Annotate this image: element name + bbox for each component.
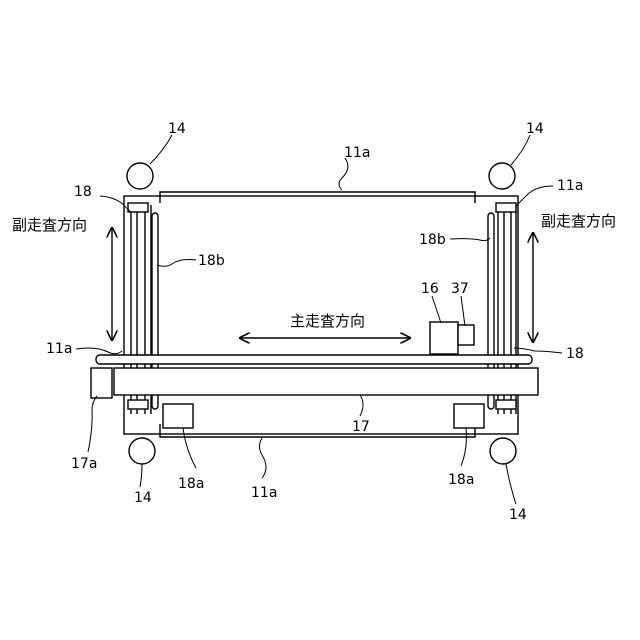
frame-member-bottom [160, 424, 475, 437]
label-rail-left: 18 [74, 184, 92, 200]
label-rail-edge-right: 18b [419, 232, 446, 248]
label-head: 16 [421, 281, 439, 297]
rail-left-top-block [128, 203, 148, 212]
rail-right-top-block [496, 203, 516, 212]
leader-rail-right [514, 348, 562, 353]
label-main-scan: 主走査方向 [290, 312, 365, 330]
wheel-top-left [127, 163, 153, 189]
carriage [114, 368, 538, 395]
leader-frame-left [76, 348, 122, 354]
guide-bar [96, 355, 532, 364]
leader-sensor [461, 296, 465, 326]
label-frame-bottom: 11a [251, 485, 277, 501]
leader-rail-edge-left [157, 260, 196, 267]
label-sub-scan-left: 副走査方向 [12, 216, 87, 234]
frame-member-top [160, 192, 475, 203]
carriage-motor [91, 368, 112, 398]
label-frame-right: 11a [557, 178, 583, 194]
rail-left-bottom-block [128, 400, 148, 409]
label-motor-right: 18a [448, 472, 474, 488]
label-wheel-tr: 14 [526, 121, 544, 137]
motor-right [454, 404, 484, 428]
motor-left [163, 404, 193, 428]
label-carriage: 17 [352, 419, 370, 435]
leader-wheel-br [506, 464, 516, 504]
label-sensor: 37 [451, 281, 469, 297]
head [430, 322, 458, 354]
label-motor-left: 18a [178, 476, 204, 492]
wheel-bottom-left [129, 438, 155, 464]
label-frame-top: 11a [344, 145, 370, 161]
label-sub-scan-right: 副走査方向 [541, 212, 616, 230]
label-frame-left: 11a [46, 341, 72, 357]
leader-frame-right [516, 186, 553, 206]
label-wheel-bl: 14 [134, 490, 152, 506]
wheel-top-right [489, 163, 515, 189]
leader-wheel-tr [511, 135, 530, 165]
leader-frame-top [339, 158, 348, 190]
label-rail-edge-left: 18b [198, 253, 225, 269]
leader-head [432, 296, 441, 323]
rail-right-bottom-block [496, 400, 516, 409]
leader-frame-bottom [260, 438, 267, 478]
leader-carriage [360, 395, 363, 416]
sensor [458, 325, 474, 345]
label-wheel-tl: 14 [168, 121, 186, 137]
wheel-bottom-right [490, 438, 516, 464]
label-carriage-motor: 17a [71, 456, 97, 472]
label-wheel-br: 14 [509, 507, 527, 523]
leader-wheel-tl [150, 135, 172, 164]
leader-carriage-motor [88, 396, 97, 452]
leader-rail-edge-right [450, 238, 490, 241]
leader-rail-left [100, 196, 131, 212]
leader-wheel-bl [140, 464, 142, 487]
label-rail-right: 18 [566, 346, 584, 362]
